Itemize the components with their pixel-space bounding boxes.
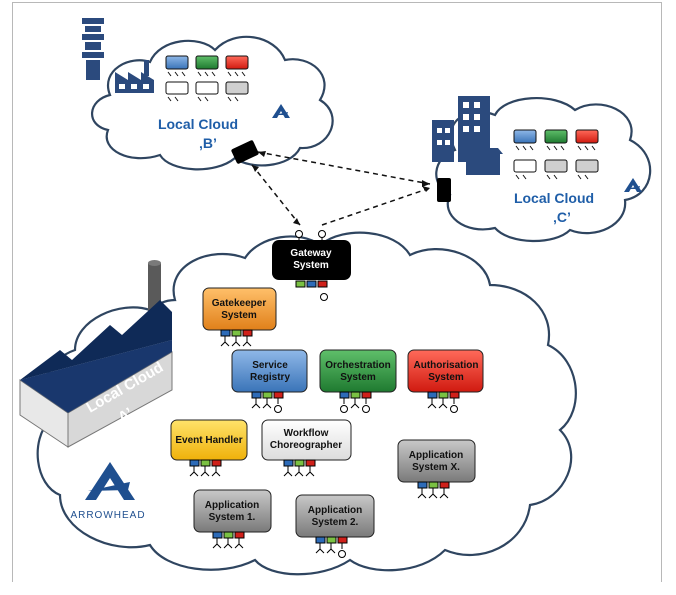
gatekeeper-system-box: Gatekeeper System: [202, 287, 277, 347]
gateway-connector-c: [437, 178, 451, 202]
factory-icon: [19, 260, 173, 448]
arrowhead-logo-text: ARROWHEAD: [70, 510, 145, 521]
service-registry-box: Service Registry: [231, 349, 308, 413]
authorisation-label-line2: System: [428, 372, 464, 383]
service-registry-label-line2: Registry: [250, 372, 290, 383]
event-handler-box: Event Handler: [170, 419, 248, 477]
app-1-label-line2: System 1.: [209, 512, 256, 523]
cloud-a-label-line2: ‚A’: [112, 405, 136, 429]
application-system-x-box: Application System X.: [397, 439, 476, 499]
app-2-label-line2: System 2.: [312, 517, 359, 528]
local-cloud-b: [91, 35, 334, 171]
app-1-label-line1: Application: [205, 500, 259, 511]
workflow-label-line2: Choreographer: [270, 440, 342, 451]
orchestration-label-line1: Orchestration: [325, 360, 391, 371]
cloud-b-label-line1: Local Cloud: [158, 116, 238, 132]
app-2-label-line1: Application: [308, 505, 362, 516]
gatekeeper-label-line2: System: [221, 310, 257, 321]
gateway-links: [251, 151, 431, 226]
authorisation-label-line1: Authorisation: [414, 360, 479, 371]
gateway-label-line1: Gateway: [290, 248, 332, 259]
device-icons-b: [165, 55, 249, 102]
orchestration-label-line2: System: [340, 372, 376, 383]
gateway-label-line2: System: [293, 260, 329, 271]
event-handler-label: Event Handler: [175, 435, 242, 446]
authorisation-system-box: Authorisation System: [407, 349, 484, 413]
tower-icon: [82, 18, 104, 80]
cloud-c-label-line1: Local Cloud: [514, 190, 594, 206]
gatekeeper-label-line1: Gatekeeper: [212, 298, 267, 309]
factory-small-icon: [115, 60, 154, 93]
device-icons-c: [513, 129, 599, 180]
figure-frame: [12, 2, 662, 582]
workflow-choreographer-box: Workflow Choreographer: [261, 419, 352, 477]
cloud-c-label-line2: ‚C’: [553, 209, 571, 225]
service-registry-label-line1: Service: [252, 360, 288, 371]
building-icon: [432, 96, 503, 175]
workflow-label-line1: Workflow: [284, 428, 329, 439]
application-system-2-box: Application System 2.: [295, 494, 375, 558]
cloud-b-label-line2: ‚B’: [199, 135, 217, 151]
arrowhead-logo: ARROWHEAD: [70, 462, 145, 521]
gateway-system-box: Gateway System: [272, 230, 351, 301]
application-system-1-box: Application System 1.: [193, 489, 272, 549]
app-x-label-line2: System X.: [412, 462, 460, 473]
orchestration-system-box: Orchestration System: [319, 349, 397, 413]
app-x-label-line1: Application: [409, 450, 463, 461]
gateway-connector-b: [231, 140, 259, 164]
